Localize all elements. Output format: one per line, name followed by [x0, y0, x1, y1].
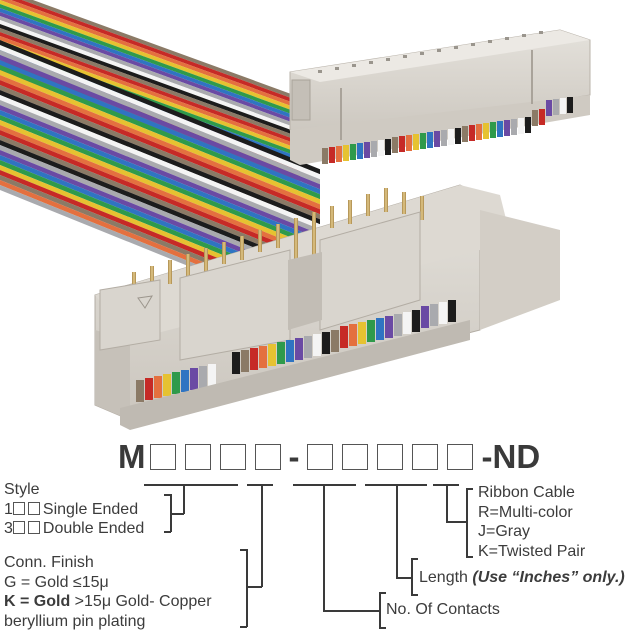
ribbon-title: Ribbon Cable — [478, 484, 575, 501]
part-number-separator: - — [288, 438, 300, 475]
shrouded-header-connector — [94, 184, 560, 430]
style-title: Style — [4, 481, 40, 498]
header-pins — [132, 188, 424, 296]
digit-box — [446, 444, 473, 470]
ribbon-legend: Ribbon Cable R=Multi-color J=Gray K=Twis… — [478, 483, 585, 561]
socket-ribbon-ends — [322, 97, 573, 164]
socket-connector — [289, 29, 591, 165]
digit-box — [149, 444, 176, 470]
finish-option-g: G = Gold ≤15μ — [4, 573, 109, 591]
contacts-legend: No. Of Contacts — [386, 600, 500, 620]
finish-legend: Conn. Finish G = Gold ≤15μ K = Gold >15μ… — [4, 553, 212, 631]
ribbon-option-j: J=Gray — [478, 523, 531, 540]
length-label: Length — [419, 569, 473, 586]
ribbon-option-r: R=Multi-color — [478, 503, 573, 521]
part-number-prefix: M — [118, 438, 146, 475]
cable-assembly-illustration — [0, 0, 591, 430]
digit-box — [184, 444, 211, 470]
digit-box — [411, 444, 438, 470]
header-ribbon-ends — [136, 300, 456, 402]
contacts-label: No. Of Contacts — [386, 601, 500, 618]
digit-box — [219, 444, 246, 470]
digit-box — [254, 444, 281, 470]
finish-option-k-note: beryllium pin plating — [4, 612, 146, 630]
part-number-template: M - -ND — [118, 437, 540, 477]
length-legend: Length (Use “Inches” only.) — [419, 568, 625, 588]
finish-title: Conn. Finish — [4, 554, 94, 571]
digit-box — [306, 444, 333, 470]
digit-box — [341, 444, 368, 470]
digit-box — [376, 444, 403, 470]
length-note: (Use “Inches” only.) — [472, 569, 625, 586]
finish-option-k: K = Gold >15μ Gold- Copper — [4, 593, 212, 610]
part-number-suffix: -ND — [481, 438, 541, 475]
ribbon-option-k: K=Twisted Pair — [478, 542, 586, 560]
